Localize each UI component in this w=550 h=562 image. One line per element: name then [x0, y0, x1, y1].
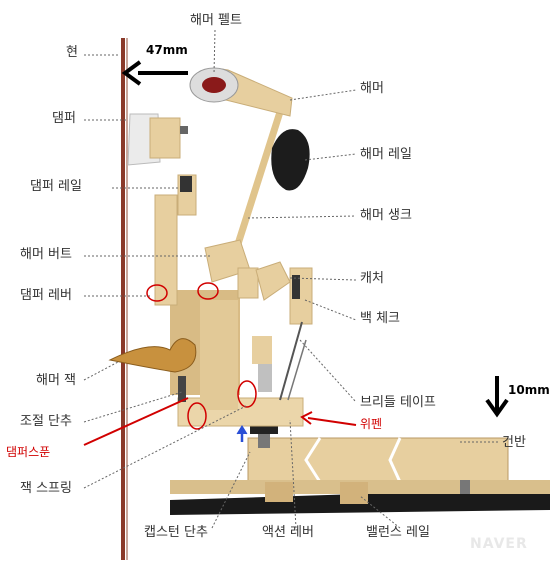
- label-hammer-felt: 해머 펠트: [190, 13, 242, 28]
- label-bridle-tape: 브리들 테이프: [360, 395, 436, 410]
- label-damper-rail: 댐퍼 레일: [30, 179, 82, 194]
- label-regulating-button: 조절 단추: [20, 414, 72, 429]
- label-jack-spring: 잭 스프링: [20, 481, 72, 496]
- label-back-check: 백 체크: [360, 311, 401, 326]
- capstan-button-shape: [250, 426, 278, 434]
- hammer-jack-shape: [108, 338, 197, 373]
- label-action-lever: 액션 레버: [262, 525, 314, 540]
- annotation-circle: [146, 284, 168, 302]
- label-damper-lever: 댐퍼 레버: [20, 288, 72, 303]
- label-hammer: 해머: [360, 81, 384, 96]
- label-catcher: 캐처: [360, 271, 384, 286]
- string-wire: [121, 38, 125, 560]
- label-damper-spoon: 댐퍼스푼: [6, 445, 51, 459]
- leader-lines: [83, 29, 500, 529]
- naver-watermark: NAVER: [470, 536, 528, 552]
- label-damper: 댐퍼: [52, 111, 76, 126]
- catcher-shape: [255, 261, 291, 301]
- label-capstan-button: 캡스턴 단추: [144, 525, 208, 540]
- label-wippen: 위펜: [360, 417, 383, 431]
- damper-spoon-line: [83, 397, 189, 446]
- label-hammer-rail: 해머 레일: [360, 147, 412, 162]
- damper-lever-shape: [154, 194, 178, 306]
- wippen-red-arrow: [307, 417, 357, 426]
- label-key: 건반: [502, 435, 526, 450]
- label-string: 현: [66, 45, 78, 60]
- label-distance-top: 47mm: [146, 43, 188, 57]
- hammer-shank-shape: [234, 110, 284, 246]
- label-hammer-butt: 해머 버트: [20, 247, 72, 262]
- label-hammer-shank: 해머 생크: [360, 208, 412, 223]
- balance-rail-block: [265, 482, 293, 502]
- label-distance-side: 10mm: [508, 383, 550, 397]
- bridle-wire: [279, 321, 303, 401]
- label-hammer-jack: 해머 잭: [36, 373, 77, 388]
- wippen-shape: [177, 397, 304, 427]
- label-balance-rail: 밸런스 레일: [366, 525, 430, 540]
- hammer-rail-shape: [271, 129, 310, 191]
